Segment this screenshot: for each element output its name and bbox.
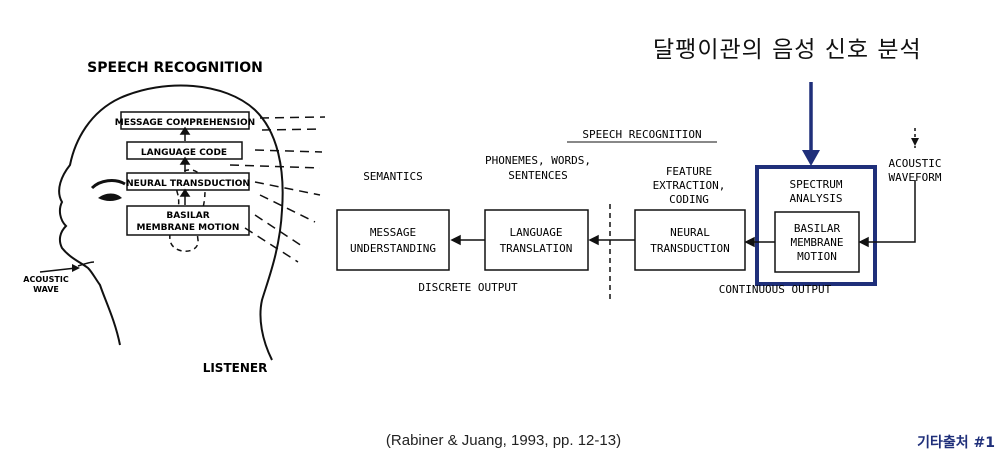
box-neural-transduction [126,172,250,191]
acoustic-input-arrowhead [911,138,919,146]
label-acoustic-waveform-1: ACOUSTIC [889,157,942,170]
label-transduction: TRANSDUCTION [650,242,729,255]
label-acoustic-waveform-2: WAVEFORM [889,171,942,184]
box-basilar-membrane [126,205,250,236]
label-feature-3: CODING [669,193,709,206]
citation: (Rabiner & Juang, 1993, pp. 12-13) [385,432,622,449]
label-spectrum: SPECTRUM [790,178,843,191]
label-continuous-output: CONTINUOUS OUTPUT [719,283,832,296]
label-wave: WAVE [33,285,59,294]
label-phonemes-1: PHONEMES, WORDS, [485,154,591,167]
label-discrete-output: DISCRETE OUTPUT [418,281,518,294]
box-basilar-membrane-motion [774,211,860,273]
label-language: LANGUAGE [510,226,563,239]
label-basilar-right: BASILAR [794,222,841,235]
label-basilar: BASILAR [166,211,209,221]
box-language-translation [484,209,589,271]
left-box-arrows [179,126,191,205]
label-neural: NEURAL [670,226,710,239]
head-outline [58,84,284,361]
label-acoustic: ACOUSTIC [23,275,69,284]
slide-headline: 달팽이관의 음성 신호 분석 [653,37,922,63]
label-motion: MOTION [797,250,837,263]
right-figure-title: SPEECH RECOGNITION [582,128,701,141]
label-message: MESSAGE [370,226,416,239]
label-membrane: MEMBRANE [791,236,844,249]
box-message-understanding [336,209,450,271]
source-badge: 기타출처 #1 [917,435,995,451]
label-neural-transduction: NEURAL TRANSDUCTION [126,179,250,189]
label-feature-2: EXTRACTION, [653,179,726,192]
eye [98,193,122,201]
label-phonemes-2: SENTENCES [508,169,568,182]
label-translation: TRANSLATION [500,242,573,255]
eyebrow [90,179,126,190]
left-figure-title: SPEECH RECOGNITION [87,60,263,76]
acoustic-wave-arrow [39,267,77,273]
headline-pointer-arrowhead [802,150,820,166]
mouth-line [77,261,95,267]
label-semantics: SEMANTICS [363,170,423,183]
label-message-comprehension: MESSAGE COMPREHENSION [115,118,255,128]
spectrum-highlight-frame [755,165,877,286]
label-listener: LISTENER [203,361,268,375]
label-understanding: UNDERSTANDING [350,242,436,255]
box-neural-transduction-right [634,209,746,271]
label-analysis: ANALYSIS [790,192,843,205]
flow-arrows [450,180,916,248]
label-feature-1: FEATURE [666,165,712,178]
acoustic-wave-arrowhead [72,264,80,272]
left-dashed-lines [229,116,326,263]
label-membrane-motion: MEMBRANE MOTION [137,223,240,233]
label-language-code: LANGUAGE CODE [141,148,227,158]
